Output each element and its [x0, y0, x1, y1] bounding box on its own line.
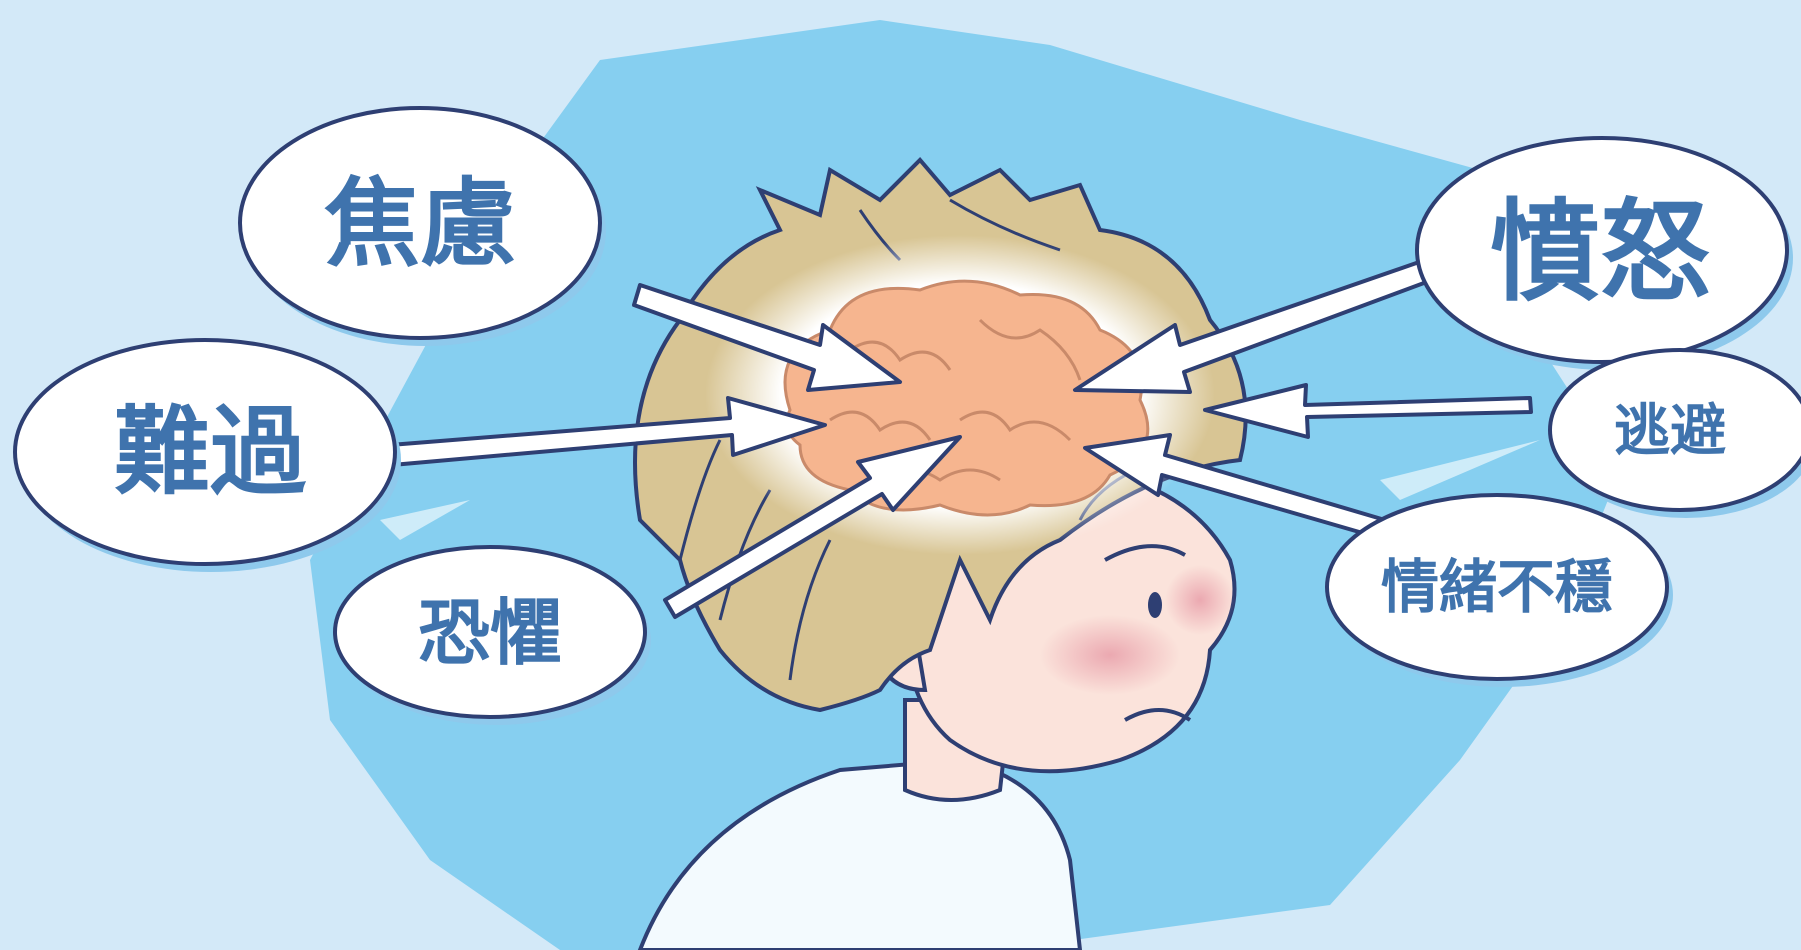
- arrow-avoidance: [1203, 383, 1533, 439]
- bubble-label: 難過: [114, 396, 307, 508]
- bubble-label: 恐懼: [418, 591, 562, 675]
- bubble-instability: 情緒不穩: [1325, 493, 1673, 687]
- arrow-anger: [1073, 258, 1434, 394]
- cheek-blush: [1165, 565, 1235, 635]
- arrow-instability: [1083, 433, 1387, 540]
- bubble-label: 逃避: [1614, 399, 1726, 464]
- bubble-sadness: 難過: [13, 338, 401, 572]
- bubble-label: 憤怒: [1490, 188, 1710, 316]
- arrow-sadness: [388, 396, 827, 467]
- eyebrow: [1104, 544, 1186, 562]
- bubble-anger: 憤怒: [1415, 136, 1793, 370]
- splash-streak: [1380, 440, 1540, 500]
- bubble-fear: 恐懼: [333, 545, 651, 725]
- splash-streak: [380, 500, 470, 540]
- bubble-avoidance: 逃避: [1548, 348, 1801, 518]
- mouth: [1124, 708, 1192, 722]
- bubble-label: 焦慮: [324, 168, 516, 280]
- bubble-anxiety: 焦慮: [238, 106, 606, 346]
- eye: [1148, 592, 1162, 618]
- arrow-anxiety: [632, 283, 902, 392]
- shirt: [637, 757, 1083, 950]
- arrows: [388, 258, 1533, 619]
- arrow-fear: [663, 435, 962, 619]
- cheek-blush: [1040, 615, 1180, 695]
- bubble-label: 情緒不穩: [1381, 553, 1613, 621]
